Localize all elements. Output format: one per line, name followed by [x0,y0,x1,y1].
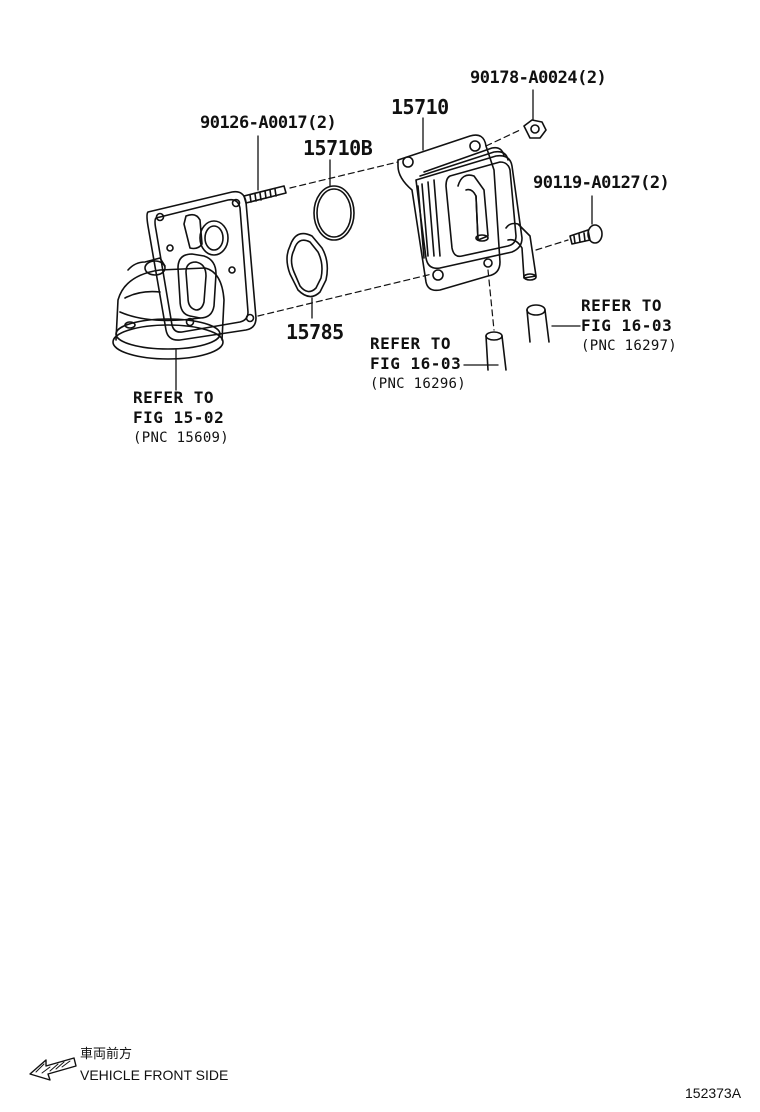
ref-line-1: REFER TO [581,296,663,315]
ref-line-2: FIG 15-02 [133,408,225,427]
alignment-lines [257,129,569,331]
callout-90126: 90126-A0017(2) [200,113,337,133]
oil-filter-bracket [112,190,257,360]
ref-line-2: FIG 16-03 [370,354,462,373]
callout-15785: 15785 [286,320,344,344]
callout-90119: 90119-A0127(2) [533,173,670,193]
hex-nut [523,119,547,139]
direction-label-jp: 車両前方 [80,1047,133,1062]
ref-line-3: (PNC 16296) [370,376,467,392]
ref-line-1: REFER TO [370,334,452,353]
leader-lines [175,89,593,391]
ref-line-3: (PNC 15609) [133,430,230,446]
callout-15710: 15710 [391,95,449,119]
hose-16296 [485,331,507,371]
stud-bolt [243,185,287,204]
direction-label: VEHICLE FRONT SIDE [80,1067,229,1083]
callout-90178: 90178-A0024(2) [470,68,607,88]
vehicle-front-arrow-icon [29,1057,77,1081]
flange-bolt [569,224,603,245]
ref-line-3: (PNC 16297) [581,338,678,354]
gasket-oval [286,232,329,298]
hose-16297 [526,304,550,343]
callout-15710b: 15710B [303,136,373,160]
o-ring-large [313,185,355,241]
oil-cooler [397,134,537,292]
ref-line-1: REFER TO [133,388,215,407]
drawing-code: 152373A [685,1085,742,1101]
ref-line-2: FIG 16-03 [581,316,673,335]
